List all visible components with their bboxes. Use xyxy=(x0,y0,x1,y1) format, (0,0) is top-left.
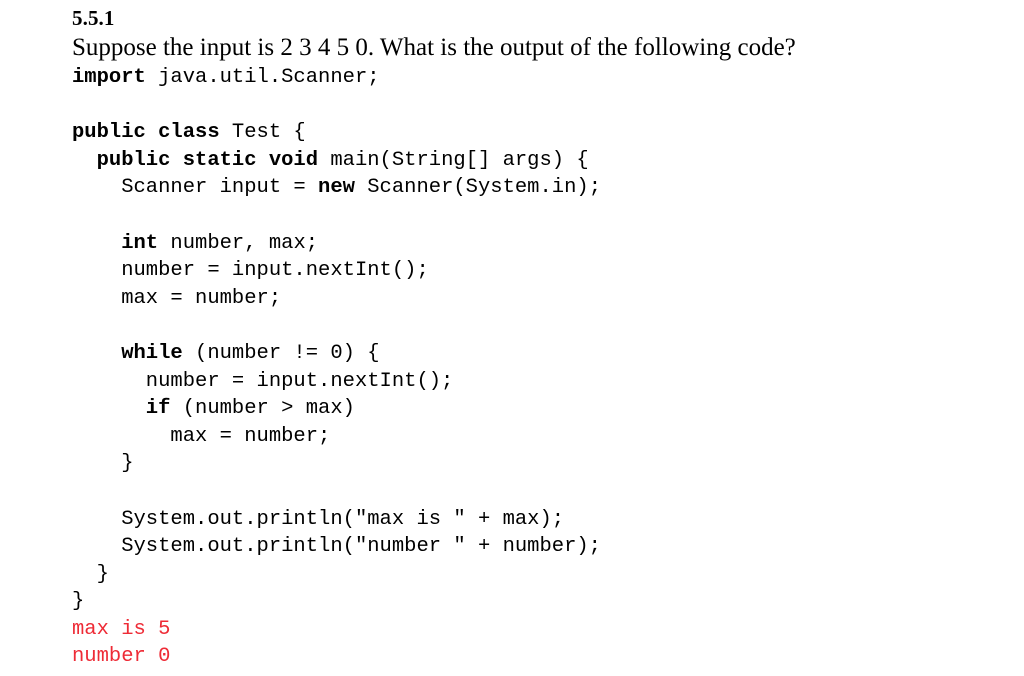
code-line-import: import java.util.Scanner; xyxy=(72,64,1024,92)
code-line-blank-3 xyxy=(72,312,1024,340)
code-text: java.util.Scanner; xyxy=(145,66,380,89)
code-line-assign-max: max = number; xyxy=(72,285,1024,313)
code-text: } xyxy=(72,590,85,614)
code-text: max = number; xyxy=(72,424,331,448)
code-line-if-head: if (number > max) xyxy=(72,395,1024,423)
code-line-while-head: while (number != 0) { xyxy=(72,340,1024,368)
code-line-class-decl: public class Test { xyxy=(72,119,1024,147)
java-keyword: int xyxy=(72,231,159,255)
java-code-block: import java.util.Scanner; public class T… xyxy=(72,64,1024,671)
code-text: max = number; xyxy=(72,286,282,310)
code-text: Scanner input = xyxy=(72,176,319,200)
code-line-while-close: } xyxy=(72,450,1024,478)
code-text: number = input.nextInt(); xyxy=(72,259,429,283)
code-line-blank-1 xyxy=(72,92,1024,120)
code-text: Test { xyxy=(219,121,306,145)
java-keyword: public class xyxy=(72,121,220,145)
code-text: System.out.println("number " + number); xyxy=(72,535,601,559)
java-keyword: public static void xyxy=(72,148,319,172)
java-keyword: new xyxy=(318,176,355,200)
code-text: number, max; xyxy=(158,231,319,255)
question-text: Suppose the input is 2 3 4 5 0. What is … xyxy=(72,34,796,61)
code-line-main-close: } xyxy=(72,561,1024,589)
code-text: } xyxy=(72,562,109,586)
java-keyword: while xyxy=(72,341,183,365)
code-line-read-number: number = input.nextInt(); xyxy=(72,257,1024,285)
code-text: System.out.println("max is " + max); xyxy=(72,507,565,531)
java-keyword: import xyxy=(72,66,146,89)
code-line-loop-read: number = input.nextInt(); xyxy=(72,368,1024,396)
code-text: main(String[] args) { xyxy=(318,148,589,172)
code-line-blank-2 xyxy=(72,202,1024,230)
code-line-class-close: } xyxy=(72,588,1024,616)
code-line-if-body: max = number; xyxy=(72,423,1024,451)
program-output-output-max: max is 5 xyxy=(72,617,171,641)
code-text: } xyxy=(72,452,134,476)
code-line-print-number: System.out.println("number " + number); xyxy=(72,533,1024,561)
code-line-int-decl: int number, max; xyxy=(72,230,1024,258)
program-output-output-number: number 0 xyxy=(72,645,171,669)
java-keyword: if xyxy=(72,397,171,421)
code-text: (number != 0) { xyxy=(182,341,380,365)
code-line-scanner-new: Scanner input = new Scanner(System.in); xyxy=(72,174,1024,202)
code-line-print-max: System.out.println("max is " + max); xyxy=(72,506,1024,534)
code-text: number = input.nextInt(); xyxy=(72,369,454,393)
code-text: Scanner(System.in); xyxy=(354,176,601,200)
code-line-main-decl: public static void main(String[] args) { xyxy=(72,147,1024,175)
code-text: (number > max) xyxy=(170,397,355,421)
code-line-blank-4 xyxy=(72,478,1024,506)
exercise-number: 5.5.1 xyxy=(72,6,115,30)
